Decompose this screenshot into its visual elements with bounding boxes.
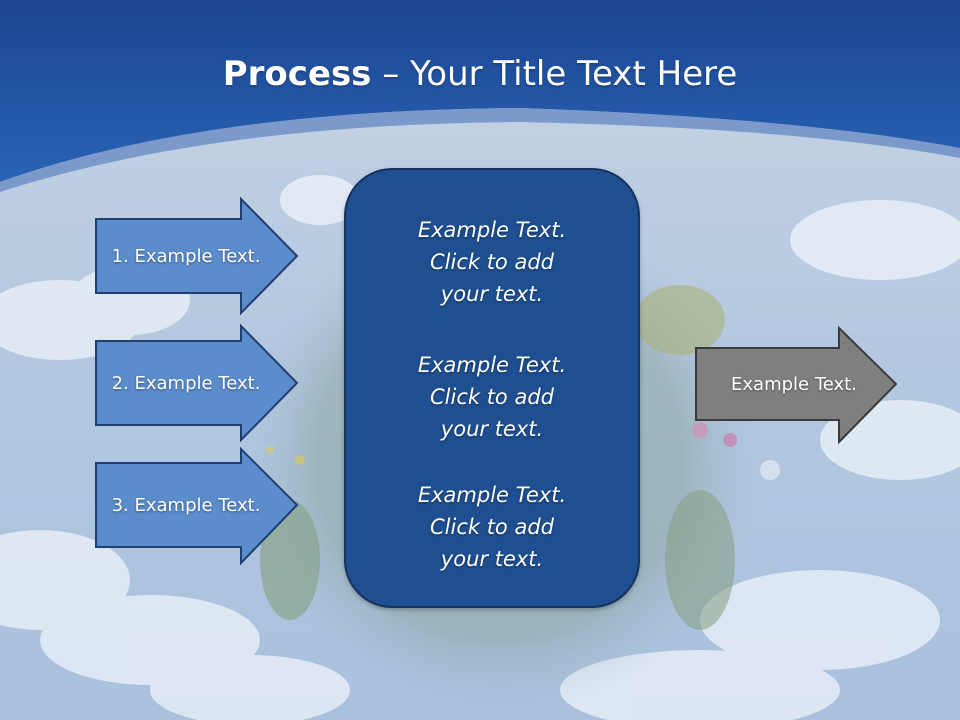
center-paragraph-2: Example Text. Click to add your text. [346, 349, 638, 445]
arrow-step-1-label: 1. Example Text. [111, 245, 261, 267]
title-rest: – Your Title Text Here [371, 54, 738, 94]
center-paragraph-1: Example Text. Click to add your text. [346, 214, 638, 310]
arrow-step-1[interactable]: 1. Example Text. [94, 196, 300, 316]
arrow-output[interactable]: Example Text. [694, 325, 900, 445]
paragraph-3-line-3: your text. [440, 547, 544, 571]
center-text-box[interactable]: Example Text. Click to add your text. Ex… [344, 168, 640, 608]
center-paragraph-3: Example Text. Click to add your text. [346, 479, 638, 575]
paragraph-3-line-2: Click to add [429, 515, 554, 539]
paragraph-2-line-3: your text. [440, 417, 544, 441]
paragraph-1-line-2: Click to add [429, 250, 554, 274]
paragraph-1-line-1: Example Text. [417, 218, 567, 242]
paragraph-2-line-2: Click to add [429, 385, 554, 409]
paragraph-3-line-1: Example Text. [417, 483, 567, 507]
paragraph-1-line-3: your text. [440, 282, 544, 306]
arrow-step-3[interactable]: 3. Example Text. [94, 446, 300, 566]
arrow-output-shape [695, 325, 898, 445]
slide-title: Process – Your Title Text Here [0, 52, 960, 96]
arrow-step-2-shape [95, 323, 299, 443]
arrow-step-3-shape [95, 446, 299, 566]
arrow-output-label: Example Text. [731, 373, 857, 395]
arrow-step-1-shape [95, 196, 299, 316]
arrow-step-2[interactable]: 2. Example Text. [94, 323, 300, 443]
arrow-step-2-label: 2. Example Text. [111, 372, 261, 394]
title-bold: Process [222, 54, 372, 94]
paragraph-2-line-1: Example Text. [417, 353, 567, 377]
arrow-step-3-label: 3. Example Text. [111, 494, 261, 516]
